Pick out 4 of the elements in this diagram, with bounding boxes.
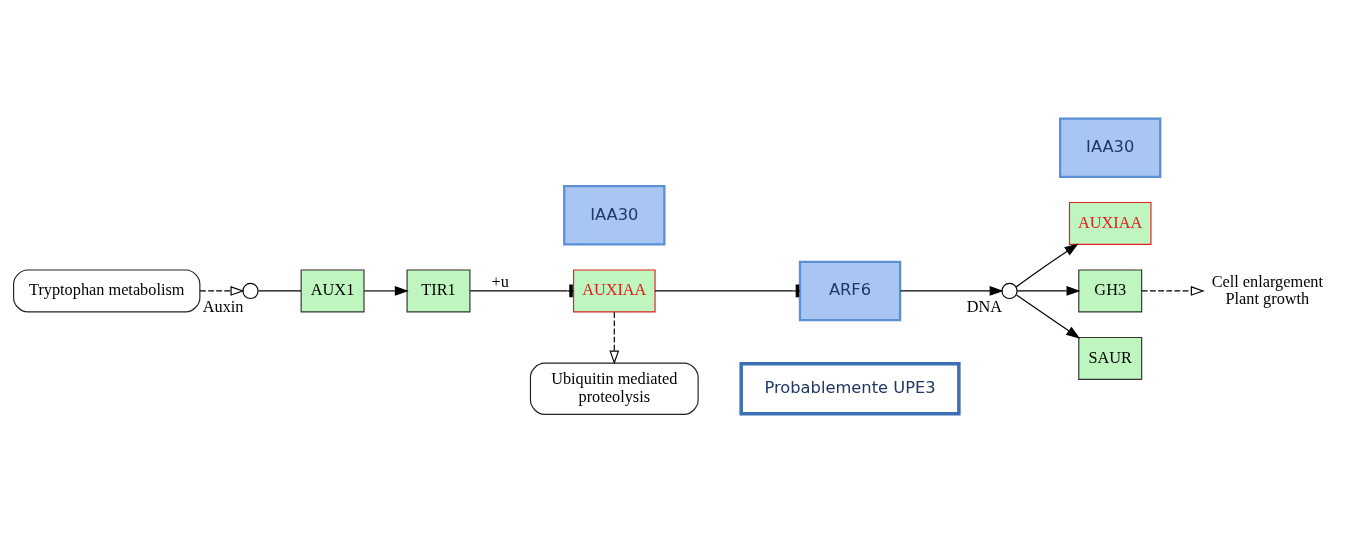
- node-label: DNA: [966, 296, 1003, 316]
- node-text: Cell enlargement Plant growth: [1211, 271, 1324, 308]
- node-label: Auxin: [202, 296, 244, 316]
- edge-label: +u: [491, 271, 509, 291]
